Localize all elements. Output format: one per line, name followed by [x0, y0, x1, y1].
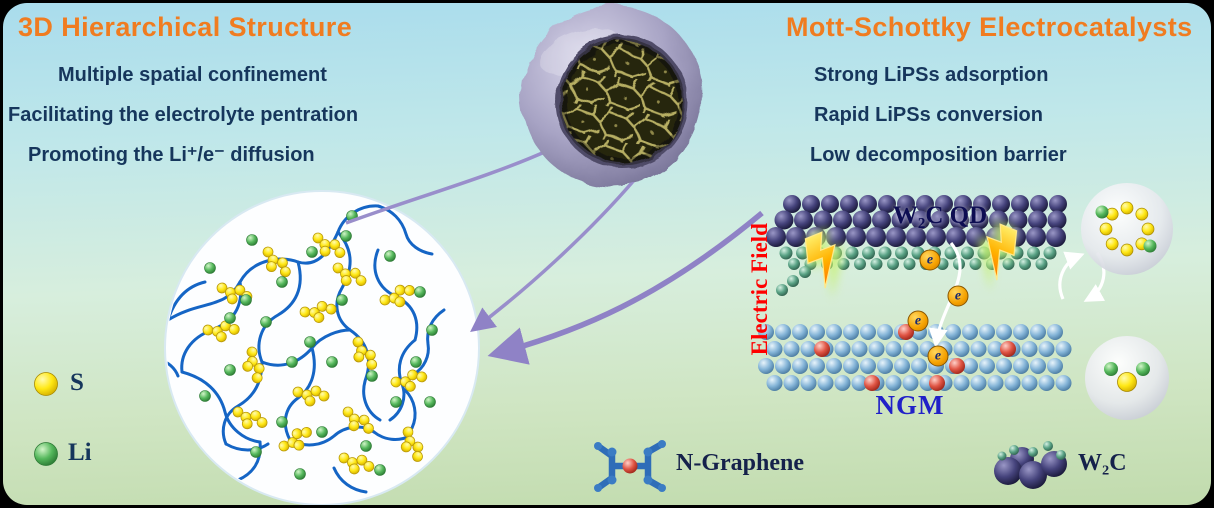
legend-lithium-label: Li: [68, 439, 92, 466]
right-bullet-2: Rapid LiPSs conversion: [814, 104, 1043, 126]
electron-badge: e: [919, 249, 941, 271]
sulfur-sphere: [34, 372, 58, 396]
right-panel-title: Mott-Schottky Electrocatalysts: [786, 12, 1193, 42]
legend-spheres: [34, 372, 58, 466]
carbon-atoms: [594, 440, 666, 492]
electron-badge: e: [907, 310, 929, 332]
right-bullet-1: Strong LiPSs adsorption: [814, 64, 1049, 86]
electron-badge: e: [927, 345, 949, 367]
lightning-bolt-left: [804, 228, 845, 299]
hollow-sphere: [521, 5, 703, 187]
lightning-bolt-right: [977, 220, 1018, 291]
legend-sulfur-label: S: [70, 369, 84, 396]
li2s-molecule: [1104, 362, 1150, 392]
polysulfide-bubble: [1081, 183, 1173, 275]
w2c-icon: [994, 441, 1067, 489]
left-bullet-1: Multiple spatial confinement: [58, 64, 327, 86]
n-graphene-icon: [594, 440, 666, 492]
ngm-label: NGM: [875, 390, 945, 420]
left-bullet-2: Facilitating the electrolyte pentration: [8, 104, 359, 126]
right-bullet-3: Low decomposition barrier: [810, 144, 1067, 166]
left-panel-title: 3D Hierarchical Structure: [18, 12, 353, 42]
w2c-qd-label: W₂C QD: [892, 202, 988, 229]
electric-field-label: Electric Field: [746, 223, 772, 356]
n-graphene-label: N-Graphene: [676, 450, 804, 476]
ngm-sheet: [758, 324, 1072, 391]
sulfur-clusters: [202, 232, 428, 475]
network-circle: [164, 190, 480, 505]
zoom-arrows: [345, 148, 764, 365]
w2c-label: W₂C: [1078, 450, 1127, 476]
lithium-sphere: [34, 442, 58, 466]
nitrogen-atom: [622, 458, 638, 474]
electron-badge: e: [947, 285, 969, 307]
lithium-dots: [199, 210, 438, 480]
polysulfide-molecule: [1095, 201, 1157, 257]
left-bullet-3: Promoting the Li⁺/e⁻ diffusion: [28, 144, 315, 166]
